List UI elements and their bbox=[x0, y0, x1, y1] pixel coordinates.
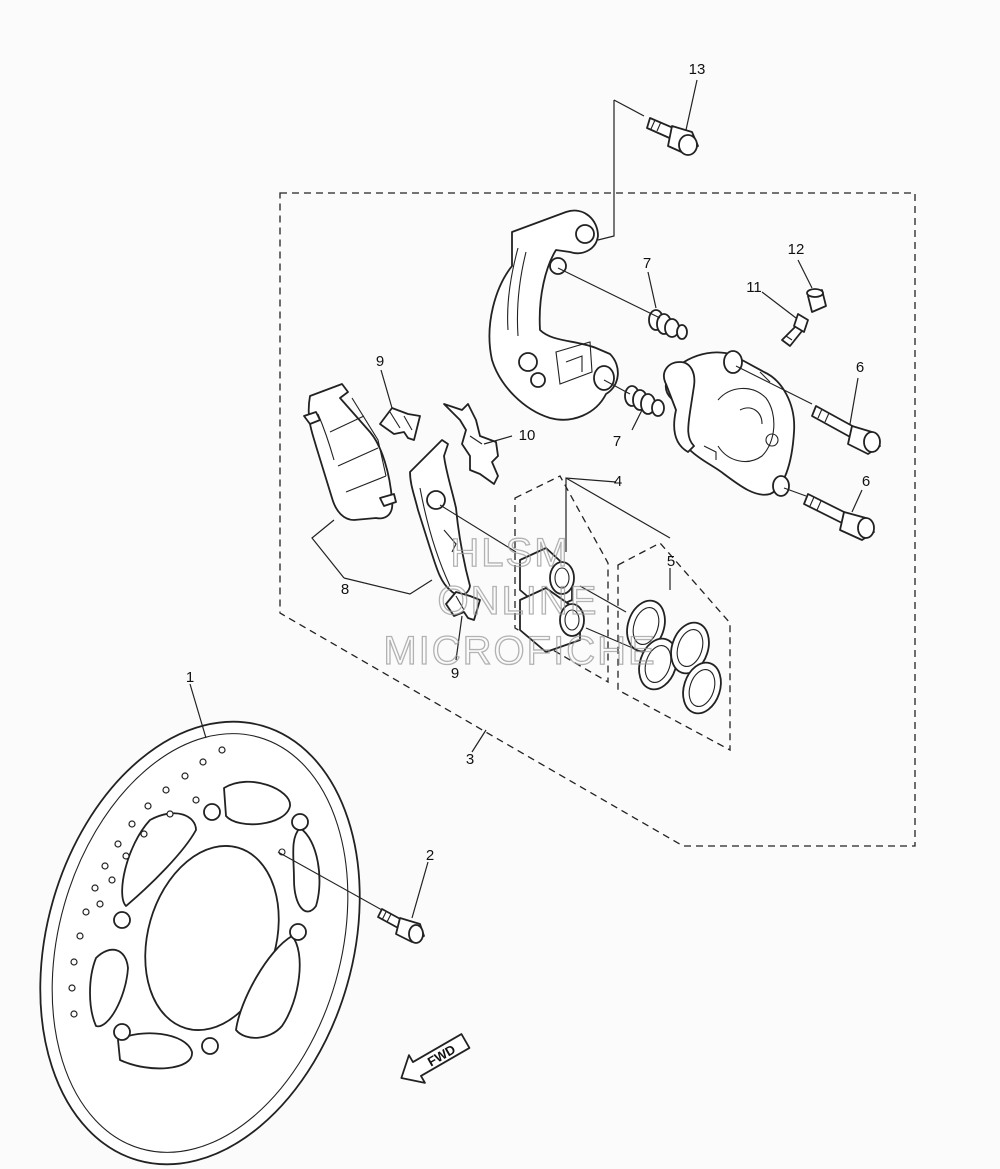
callout-2: 2 bbox=[426, 847, 434, 864]
callout-6-upper: 6 bbox=[856, 359, 864, 376]
seal-kit-5-boundary bbox=[617, 542, 731, 752]
caliper-body bbox=[663, 350, 795, 497]
callout-10: 10 bbox=[519, 427, 536, 444]
watermark-line-1: HLSM bbox=[450, 531, 569, 575]
piston-seal-set bbox=[626, 599, 722, 715]
forward-direction-arrow: FWD bbox=[400, 1033, 471, 1084]
callout-6-lower: 6 bbox=[862, 473, 870, 490]
caliper-bracket bbox=[488, 209, 619, 421]
callout-9-upper: 9 bbox=[376, 353, 384, 370]
callout-3: 3 bbox=[466, 751, 474, 768]
bracket-bolt bbox=[646, 117, 699, 156]
watermark-line-3: MICROFICHE bbox=[383, 629, 656, 673]
pad-spring-upper bbox=[379, 407, 421, 441]
watermark-line-2: ONLINE bbox=[438, 579, 599, 623]
slide-pin-boot-lower bbox=[624, 385, 665, 417]
pad-spring-lower bbox=[445, 591, 481, 621]
bleed-screw bbox=[781, 313, 809, 347]
alignment-lines bbox=[277, 267, 813, 911]
callout-13: 13 bbox=[689, 61, 706, 78]
callout-4: 4 bbox=[614, 473, 622, 490]
callout-12: 12 bbox=[788, 241, 805, 258]
brake-pad-outer bbox=[303, 383, 397, 521]
callout-11: 11 bbox=[746, 279, 762, 296]
callout-7-upper: 7 bbox=[643, 255, 651, 272]
pad-support bbox=[443, 403, 499, 485]
callout-1: 1 bbox=[186, 669, 194, 686]
brake-disc bbox=[39, 720, 361, 1166]
callout-5: 5 bbox=[667, 553, 675, 570]
caliper-piston-lower bbox=[519, 587, 585, 653]
callout-7-lower: 7 bbox=[613, 433, 621, 450]
callout-8: 8 bbox=[341, 581, 349, 598]
bleed-screw-cap bbox=[806, 288, 827, 313]
slide-pin-boot-upper bbox=[648, 309, 688, 340]
caliper-assembly-boundary bbox=[279, 192, 916, 847]
leader-lines bbox=[189, 79, 863, 919]
caliper-bolt-lower bbox=[803, 493, 875, 541]
watermark: HLSM ONLINE MICROFICHE bbox=[383, 530, 656, 673]
caliper-bolt-upper bbox=[811, 405, 881, 455]
brake-pad-inner bbox=[409, 439, 471, 596]
callout-9-lower: 9 bbox=[451, 665, 459, 682]
disc-bolt bbox=[377, 908, 425, 944]
seal-kit-4-boundary bbox=[514, 475, 609, 684]
